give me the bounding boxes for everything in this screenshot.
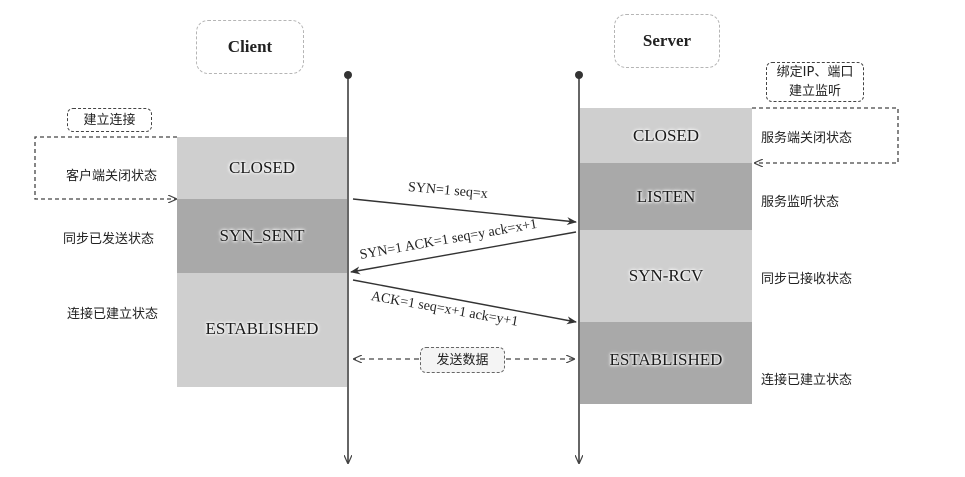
syn-ack-arrow <box>350 231 577 275</box>
server-state-established-label: ESTABLISHED <box>609 350 723 369</box>
server-state-closed-label: CLOSED <box>632 125 700 145</box>
server-state-listen-label: LISTEN <box>636 186 696 206</box>
client-connect-note: 建立连接 <box>67 108 152 132</box>
server-closed-desc: 服务端关闭状态 <box>761 131 853 146</box>
client-state-closed-label: CLOSED <box>228 158 296 177</box>
server-bind-note-line2: 建立监听 <box>788 84 841 99</box>
client-closed-desc: 客户端关闭状态 <box>66 169 158 184</box>
client-title: Client <box>196 20 304 74</box>
server-bind-note: 绑定IP、端口 建立监听 <box>766 62 864 102</box>
client-state-established: ESTABLISHED <box>177 273 347 387</box>
ack-arrow <box>352 279 577 325</box>
client-state-established-label: ESTABLISHED <box>205 319 319 338</box>
server-established-desc: 连接已建立状态 <box>761 373 853 388</box>
syn-arrow <box>352 198 577 226</box>
server-state-closed: CLOSED <box>580 108 752 163</box>
client-syn-sent-desc: 同步已发送状态 <box>63 232 155 247</box>
server-syn-rcv-desc: 同步已接收状态 <box>761 272 853 287</box>
server-listen-connector <box>752 107 899 163</box>
server-bind-note-line1: 绑定IP、端口 <box>776 65 854 80</box>
server-title-text: Server <box>642 31 692 50</box>
data-transfer-label: 发送数据 <box>436 352 489 368</box>
client-title-text: Client <box>227 37 273 56</box>
server-state-syn-rcv: SYN-RCV <box>580 230 752 322</box>
server-title: Server <box>614 14 720 68</box>
server-state-established: ESTABLISHED <box>580 322 752 404</box>
client-state-syn-sent-label: SYN_SENT <box>219 226 305 245</box>
client-connect-connector <box>34 136 177 199</box>
server-listen-desc: 服务监听状态 <box>761 195 840 210</box>
client-state-syn-sent: SYN_SENT <box>177 199 347 273</box>
client-connect-note-text: 建立连接 <box>83 112 136 128</box>
data-transfer-box: 发送数据 <box>420 347 505 373</box>
server-state-syn-rcv-label: SYN-RCV <box>628 266 704 285</box>
client-state-closed: CLOSED <box>177 137 347 199</box>
client-established-desc: 连接已建立状态 <box>67 307 159 322</box>
server-state-listen: LISTEN <box>580 163 752 230</box>
